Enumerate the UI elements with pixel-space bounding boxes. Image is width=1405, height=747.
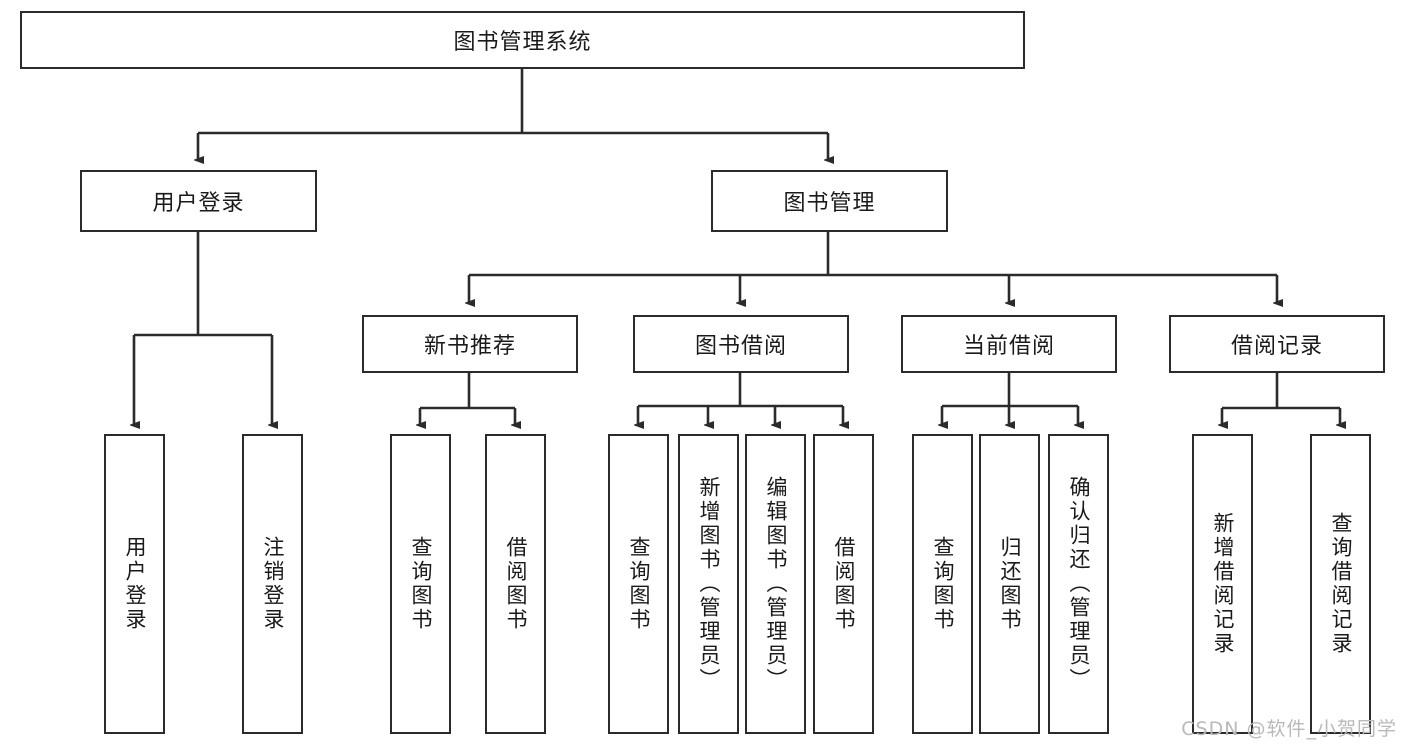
node-current-borrow[interactable]: 当前借阅	[901, 315, 1117, 373]
node-label: 新增借阅记录	[1211, 512, 1235, 656]
node-leaf-query-borrow-record[interactable]: 查询借阅记录	[1310, 434, 1371, 734]
node-label: 图书借阅	[694, 334, 787, 359]
node-borrow-record[interactable]: 借阅记录	[1169, 315, 1385, 373]
node-label: 图书管理	[783, 191, 876, 216]
node-label: 查询图书	[931, 536, 955, 632]
node-leaf-edit-book-admin[interactable]: 编辑图书（管理员）	[745, 434, 806, 734]
node-label: 查询图书	[627, 536, 651, 632]
node-leaf-query-book-borrow[interactable]: 查询图书	[608, 434, 669, 734]
node-leaf-borrow-book-recommend[interactable]: 借阅图书	[485, 434, 546, 734]
node-book-borrow[interactable]: 图书借阅	[633, 315, 849, 373]
node-label: 借阅图书	[504, 536, 528, 632]
node-leaf-query-book-current[interactable]: 查询图书	[912, 434, 973, 734]
node-leaf-confirm-return-admin[interactable]: 确认归还（管理员）	[1048, 434, 1109, 734]
node-book-manage[interactable]: 图书管理	[711, 170, 948, 232]
node-label: 确认归还（管理员）	[1067, 476, 1091, 692]
node-leaf-return-book[interactable]: 归还图书	[979, 434, 1040, 734]
node-label: 编辑图书（管理员）	[764, 476, 788, 692]
node-label: 当前借阅	[962, 334, 1055, 359]
node-label: 查询图书	[409, 536, 433, 632]
node-new-book-recommend[interactable]: 新书推荐	[362, 315, 578, 373]
node-label: 新增图书（管理员）	[697, 476, 721, 692]
node-label: 用户登录	[152, 191, 245, 216]
node-label: 图书管理系统	[453, 30, 592, 55]
node-label: 注销登录	[261, 536, 285, 632]
node-label: 用户登录	[123, 536, 147, 632]
node-label: 新书推荐	[423, 334, 516, 359]
node-user-login[interactable]: 用户登录	[80, 170, 317, 232]
node-leaf-user-login[interactable]: 用户登录	[104, 434, 165, 734]
node-leaf-add-borrow-record[interactable]: 新增借阅记录	[1192, 434, 1253, 734]
watermark: CSDN @软件_小贺同学	[1181, 718, 1397, 740]
node-leaf-query-book-recommend[interactable]: 查询图书	[390, 434, 451, 734]
node-leaf-borrow-book[interactable]: 借阅图书	[813, 434, 874, 734]
node-label: 归还图书	[998, 536, 1022, 632]
node-leaf-add-book-admin[interactable]: 新增图书（管理员）	[678, 434, 739, 734]
node-label: 查询借阅记录	[1329, 512, 1353, 656]
node-label: 借阅图书	[832, 536, 856, 632]
node-leaf-user-logout[interactable]: 注销登录	[242, 434, 303, 734]
node-root-book-management-system[interactable]: 图书管理系统	[20, 11, 1025, 69]
node-label: 借阅记录	[1230, 334, 1323, 359]
